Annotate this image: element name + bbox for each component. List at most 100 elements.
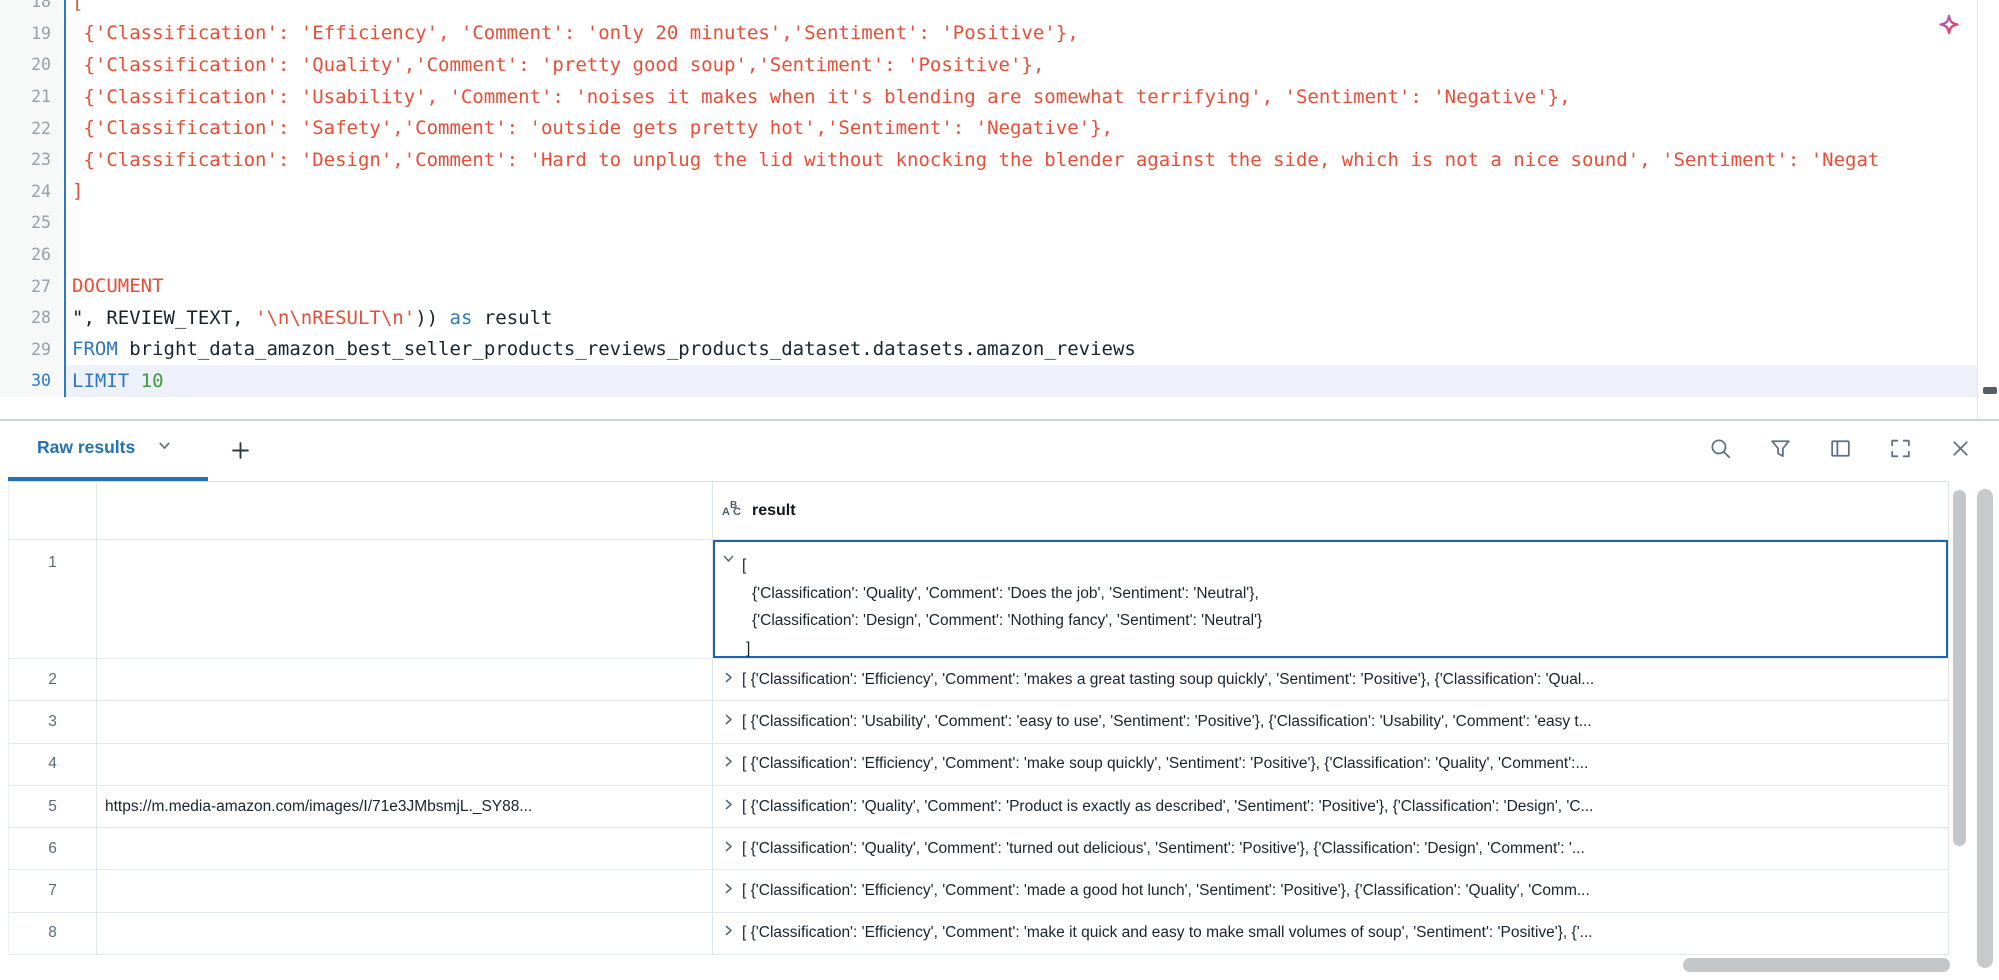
image-url-cell[interactable] — [97, 743, 713, 786]
code-text: LIMIT 10 — [66, 365, 1977, 397]
result-cell[interactable]: [ {'Classification': 'Quality', 'Comment… — [713, 828, 1949, 871]
table-row: 4[ {'Classification': 'Efficiency', 'Com… — [9, 743, 1949, 786]
result-preview-text: [ {'Classification': 'Efficiency', 'Comm… — [742, 924, 1593, 942]
filter-icon[interactable] — [1767, 435, 1793, 461]
result-cell[interactable]: [{'Classification': 'Quality', 'Comment'… — [713, 540, 1949, 659]
result-preview-text: [ {'Classification': 'Quality', 'Comment… — [742, 797, 1594, 815]
image-url-cell[interactable] — [97, 828, 713, 871]
image-url-cell[interactable] — [97, 701, 713, 744]
result-cell[interactable]: [ {'Classification': 'Quality', 'Comment… — [713, 785, 1949, 829]
chevron-right-icon[interactable] — [722, 671, 735, 689]
chevron-right-icon[interactable] — [722, 882, 735, 900]
line-number: 25 — [0, 207, 66, 239]
code-line-24[interactable]: 24] — [0, 175, 1977, 208]
line-number: 22 — [0, 112, 66, 144]
results-panel: Raw results — [0, 421, 1999, 980]
chevron-down-icon[interactable] — [157, 438, 172, 458]
code-lines: 18[19 {'Classification': 'Efficiency', '… — [0, 0, 1977, 397]
line-number: 24 — [0, 175, 66, 208]
chevron-right-icon[interactable] — [722, 840, 735, 858]
result-preview-text: [ {'Classification': 'Quality', 'Comment… — [742, 839, 1585, 857]
code-text: {'Classification': 'Quality','Comment': … — [72, 53, 1045, 76]
code-line-27[interactable]: 27 DOCUMENT — [0, 270, 1977, 302]
tab-raw-results[interactable]: Raw results — [37, 437, 172, 458]
code-text — [66, 207, 1977, 239]
image-url-column-header[interactable] — [97, 482, 713, 540]
code-line-28[interactable]: 28", REVIEW_TEXT, '\n\nRESULT\n')) as re… — [0, 301, 1977, 334]
code-line-18[interactable]: 18[ — [0, 0, 1977, 18]
chevron-right-icon[interactable] — [722, 924, 735, 942]
table-row: 3 [ {'Classification': 'Usability', 'Comm… — [9, 701, 1949, 744]
code-editor[interactable]: 18[19 {'Classification': 'Efficiency', '… — [0, 0, 1999, 419]
code-text: {'Classification': 'Efficiency', 'Commen… — [72, 22, 1079, 45]
image-url-cell[interactable]: https://m.media-amazon.com/images/I/71e3… — [97, 785, 713, 829]
line-number: 26 — [0, 238, 66, 271]
chevron-right-icon[interactable] — [722, 798, 735, 816]
line-number: 21 — [0, 80, 66, 113]
line-number: 29 — [0, 333, 66, 366]
results-toolbar — [1707, 435, 1973, 461]
result-cell[interactable]: [ {'Classification': 'Efficiency', 'Comm… — [713, 870, 1949, 913]
table-row: 8 [ {'Classification': 'Efficiency', 'Com… — [9, 912, 1949, 956]
code-text: DOCUMENT — [72, 275, 164, 298]
image-url-cell[interactable] — [97, 912, 713, 956]
code-text: [ — [72, 0, 84, 13]
result-preview-text: [ {'Classification': 'Efficiency', 'Comm… — [742, 755, 1589, 773]
row-number: 3 — [9, 701, 97, 744]
row-number: 5 — [9, 785, 97, 829]
code-line-22[interactable]: 22 {'Classification': 'Safety','Comment'… — [0, 112, 1977, 144]
chevron-down-icon[interactable] — [722, 552, 735, 570]
code-text: {'Classification': 'Design','Comment': '… — [72, 148, 1880, 171]
line-number: 30 — [0, 365, 66, 397]
table-vertical-scrollbar-thumb[interactable] — [1953, 490, 1966, 846]
code-text: ", REVIEW_TEXT, '\n\nRESULT\n')) as resu… — [72, 306, 553, 329]
image-url-cell[interactable] — [97, 870, 713, 913]
assistant-sparkle-icon[interactable] — [1934, 12, 1964, 42]
code-line-25[interactable]: 25 — [0, 207, 1977, 239]
row-number: 7 — [9, 870, 97, 913]
result-cell[interactable]: [ {'Classification': 'Efficiency', 'Comm… — [713, 743, 1949, 786]
horizontal-scrollbar-thumb[interactable] — [1683, 958, 1950, 972]
add-tab-button[interactable] — [228, 438, 252, 462]
row-number: 8 — [9, 912, 97, 956]
row-number: 1 — [9, 540, 97, 659]
close-icon[interactable] — [1947, 435, 1973, 461]
editor-scrollbar-track — [1977, 0, 1978, 419]
code-line-21[interactable]: 21 {'Classification': 'Usability', 'Comm… — [0, 80, 1977, 113]
panel-vertical-scrollbar-thumb[interactable] — [1977, 489, 1993, 968]
image-url-cell[interactable] — [97, 540, 713, 659]
result-cell[interactable]: [ {'Classification': 'Efficiency', 'Comm… — [713, 659, 1949, 702]
code-line-20[interactable]: 20 {'Classification': 'Quality','Comment… — [0, 49, 1977, 81]
chevron-right-icon[interactable] — [722, 713, 735, 731]
code-text: FROM bright_data_amazon_best_seller_prod… — [72, 338, 1136, 361]
code-line-26[interactable]: 26 — [0, 238, 1977, 271]
code-text: {'Classification': 'Safety','Comment': '… — [72, 117, 1113, 140]
code-line-23[interactable]: 23 {'Classification': 'Design','Comment'… — [0, 143, 1977, 176]
result-preview-text: [ {'Classification': 'Usability', 'Comme… — [742, 712, 1592, 730]
result-column-label: result — [752, 501, 796, 519]
line-number: 27 — [0, 270, 66, 302]
row-number: 6 — [9, 828, 97, 871]
result-cell[interactable]: [ {'Classification': 'Efficiency', 'Comm… — [713, 912, 1949, 956]
code-line-29[interactable]: 29 FROM bright_data_amazon_best_seller_pr… — [0, 333, 1977, 366]
search-icon[interactable] — [1707, 435, 1733, 461]
results-tab-bar: Raw results — [0, 421, 1999, 481]
line-number: 20 — [0, 49, 66, 81]
code-text: ] — [72, 180, 84, 203]
table-row: 6 [ {'Classification': 'Quality', 'Commen… — [9, 828, 1949, 871]
fullscreen-icon[interactable] — [1887, 435, 1913, 461]
code-line-19[interactable]: 19 {'Classification': 'Efficiency', 'Com… — [0, 17, 1977, 50]
result-cell[interactable]: [ {'Classification': 'Usability', 'Comme… — [713, 701, 1949, 744]
side-panel-icon[interactable] — [1827, 435, 1853, 461]
image-url-cell[interactable] — [97, 659, 713, 702]
panel-splitter[interactable] — [0, 419, 1999, 421]
row-number: 2 — [9, 659, 97, 702]
table-row: 2 [ {'Classification': 'Efficiency', 'Com… — [9, 659, 1949, 702]
chevron-right-icon[interactable] — [722, 755, 735, 773]
editor-scrollbar-thumb[interactable] — [1983, 387, 1997, 394]
